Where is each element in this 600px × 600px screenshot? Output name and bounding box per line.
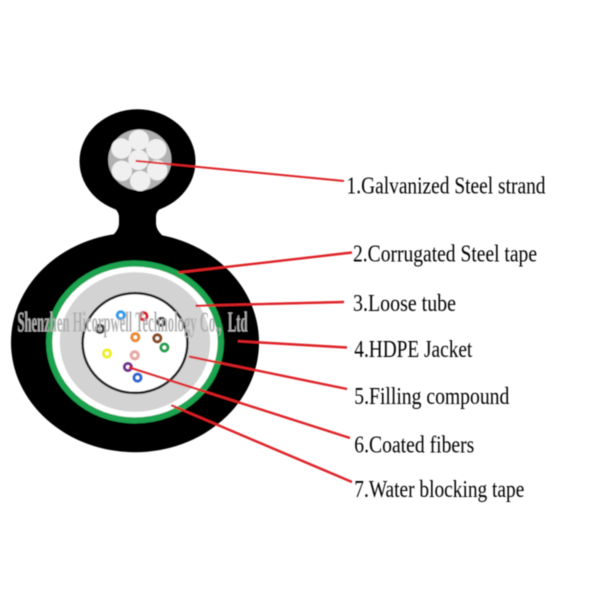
svg-text:3.Loose tube: 3.Loose tube xyxy=(353,291,456,317)
svg-text:5.Filling compound: 5.Filling compound xyxy=(354,384,509,410)
svg-text:6.Coated fibers: 6.Coated fibers xyxy=(354,433,474,459)
svg-text:7.Water blocking tape: 7.Water blocking tape xyxy=(354,477,524,503)
svg-text:4.HDPE Jacket: 4.HDPE Jacket xyxy=(354,337,472,363)
svg-text:Shenzhen Hicorpwell Technology: Shenzhen Hicorpwell Technology Co., Ltd xyxy=(18,307,248,338)
svg-text:2.Corrugated Steel tape: 2.Corrugated Steel tape xyxy=(353,242,537,268)
svg-text:1.Galvanized Steel strand: 1.Galvanized Steel strand xyxy=(347,174,546,200)
